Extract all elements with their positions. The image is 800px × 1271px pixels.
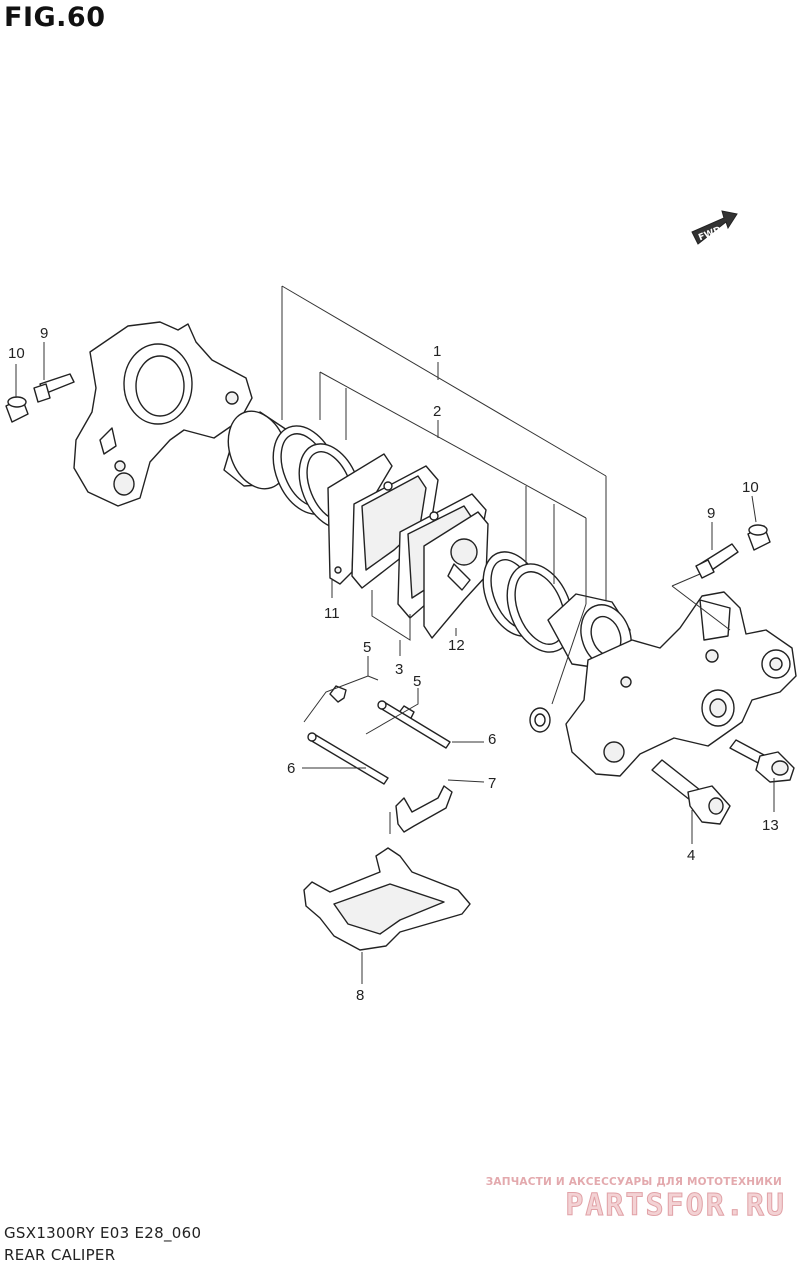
callout-5-a: 5 <box>363 639 371 656</box>
caliper-body-left-icon <box>73 321 253 507</box>
bleeder-cap-right-icon <box>747 524 771 551</box>
callout-5-b: 5 <box>413 673 421 690</box>
pad-spring-icon <box>395 785 453 833</box>
mounting-bolt-4-icon <box>651 759 731 825</box>
callout-2: 2 <box>433 403 441 420</box>
callout-1: 1 <box>433 343 441 360</box>
callout-bracket-2 <box>319 371 587 705</box>
fwd-arrow-icon: FWD <box>691 210 738 245</box>
callout-7: 7 <box>488 775 496 792</box>
caliper-cover-icon <box>303 847 471 951</box>
callout-bracket-1 <box>281 285 607 600</box>
bleeder-screw-left-icon <box>33 373 75 403</box>
bleeder-screw-right-icon <box>695 543 739 579</box>
watermark-tagline: ЗАПЧАСТИ И АКСЕССУАРЫ ДЛЯ МОТОТЕХНИКИ <box>485 1176 782 1188</box>
pad-shim-right-icon <box>423 511 489 639</box>
callout-6-a: 6 <box>488 731 496 748</box>
bleeder-cap-left-icon <box>5 396 29 423</box>
figure-label: FIG.60 <box>4 2 106 33</box>
callout-10-left: 10 <box>8 345 25 362</box>
seal-ring-small-icon <box>529 707 551 733</box>
piston-seal-right-icon <box>482 551 574 653</box>
pad-pin-lower-icon <box>307 732 389 785</box>
brake-pad-inner-icon <box>351 465 439 589</box>
callout-11: 11 <box>324 605 340 622</box>
watermark-brand: PARTSFOR.RU <box>565 1188 786 1224</box>
model-code: GSX1300RY E03 E28_060 <box>4 1224 202 1242</box>
callout-3: 3 <box>395 661 403 678</box>
callout-bracket-3 <box>371 590 411 656</box>
callout-4: 4 <box>687 847 695 864</box>
callout-9-left: 9 <box>40 325 48 342</box>
callout-8: 8 <box>356 987 364 1004</box>
callout-10-right: 10 <box>742 479 759 496</box>
caliper-body-right-icon <box>565 591 797 777</box>
callout-12: 12 <box>448 637 465 654</box>
leader-lines <box>15 342 775 984</box>
callout-6-b: 6 <box>287 760 295 777</box>
callout-9-right: 9 <box>707 505 715 522</box>
callout-13: 13 <box>762 817 779 834</box>
pad-pin-upper-icon <box>377 700 451 749</box>
section-title: REAR CALIPER <box>4 1246 116 1264</box>
pad-spring-clip-a-icon <box>329 685 347 703</box>
mounting-bolt-13-icon <box>729 739 795 783</box>
